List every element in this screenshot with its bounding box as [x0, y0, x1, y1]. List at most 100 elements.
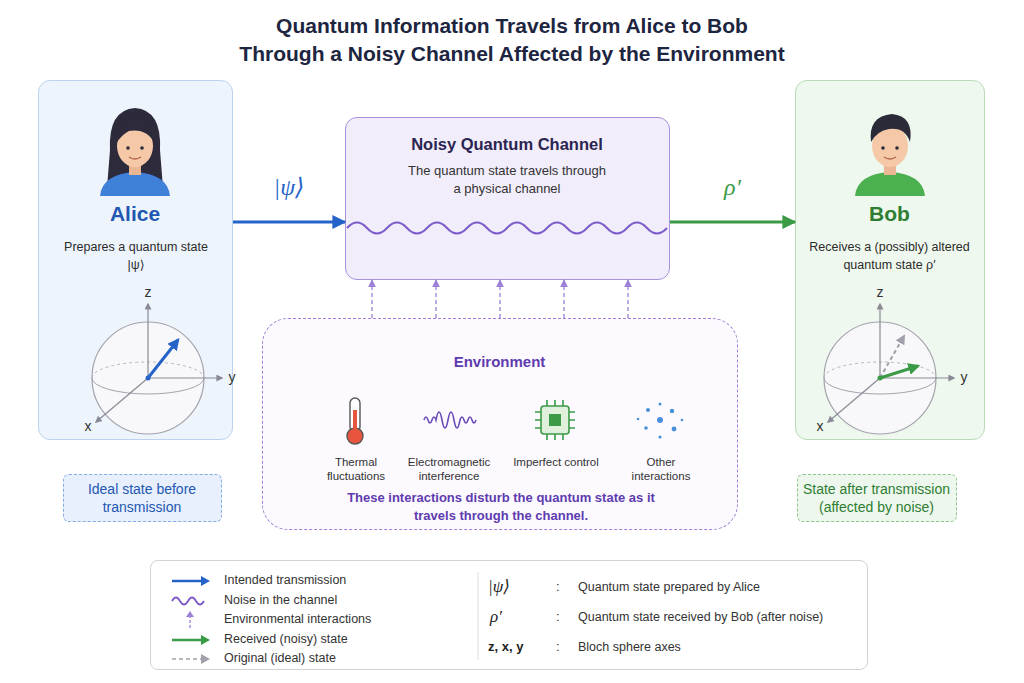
- legend-text: Environmental interactions: [224, 612, 464, 628]
- particle: [658, 435, 661, 438]
- hair: [116, 118, 155, 144]
- node-text: These interactions disturb the quantum s…: [346, 489, 656, 524]
- symbol-label: |ψ⟩: [488, 576, 538, 597]
- axis-label: y: [956, 369, 972, 387]
- equator: [824, 378, 936, 394]
- node-text: Other interactions: [616, 455, 706, 484]
- node-heading: Environment: [263, 353, 736, 372]
- bob-avatar: [855, 114, 925, 196]
- legend-row: Noise in the channel: [168, 592, 468, 610]
- chip-pins: [535, 400, 575, 440]
- interaction-arrow: [371, 280, 372, 318]
- axis-label: z: [872, 284, 888, 302]
- legend-row: Environmental interactions: [168, 611, 468, 629]
- environment-box: EnvironmentThermal fluctuationsElectroma…: [262, 318, 738, 530]
- separator: :: [556, 609, 566, 625]
- node-heading: Noisy Quantum Channel: [346, 134, 668, 155]
- mouth: [129, 157, 141, 159]
- channel-box: Noisy Quantum ChannelThe quantum state t…: [345, 117, 670, 280]
- axis-line: [96, 378, 148, 422]
- axis-line: [880, 377, 954, 378]
- eye: [895, 146, 899, 150]
- particle: [681, 419, 684, 422]
- legend-divider: [478, 572, 479, 660]
- eye: [140, 146, 144, 150]
- face: [117, 125, 153, 167]
- node-text: The quantum state travels through a phys…: [406, 162, 608, 197]
- axis-line: [148, 377, 222, 378]
- node-heading: Alice: [39, 201, 231, 227]
- thermometer-bulb: [347, 428, 363, 444]
- legend-text: Intended transmission: [224, 573, 464, 589]
- state-note: State after transmission (affected by no…: [797, 474, 957, 522]
- legend-sample: [168, 611, 212, 629]
- edge-label: |ψ⟩: [249, 172, 329, 202]
- node-text: Imperfect control: [511, 455, 601, 469]
- node-text: Prepares a quantum state |ψ⟩: [61, 239, 211, 274]
- symbol-label: ρ′: [490, 606, 540, 627]
- neck: [884, 160, 896, 175]
- chip-body: [541, 406, 569, 434]
- interaction-arrow: [499, 280, 500, 318]
- symbol-definition: Quantum state received by Bob (after noi…: [578, 610, 858, 626]
- bloch-sphere: [824, 304, 954, 434]
- interaction-arrow: [435, 280, 436, 318]
- interaction-arrow: [627, 280, 628, 318]
- thermometer-icon: [347, 398, 363, 444]
- legend-sample: [168, 592, 212, 610]
- sphere-outline: [824, 322, 936, 434]
- axis-label: x: [812, 418, 828, 436]
- node-heading: State after transmission (affected by no…: [798, 481, 955, 516]
- noisy-vector: [880, 366, 918, 378]
- eye: [881, 146, 885, 150]
- legend-head: [201, 576, 210, 586]
- sphere-outline: [92, 322, 204, 434]
- mouth: [884, 157, 896, 159]
- equator: [824, 362, 936, 378]
- hair: [871, 114, 911, 142]
- legend-wave: [172, 597, 204, 604]
- legend-text: Received (noisy) state: [224, 632, 464, 648]
- reception-arrow: [670, 221, 795, 224]
- interaction-arrow: [563, 280, 564, 318]
- noise-wave: [347, 223, 667, 234]
- neck: [129, 160, 141, 175]
- eye: [126, 146, 130, 150]
- legend-row: Intended transmission: [168, 572, 468, 590]
- legend-sample: [168, 631, 212, 649]
- symbol-definition: Bloch sphere axes: [578, 640, 858, 656]
- legend-text: Original (ideal) state: [224, 651, 464, 667]
- node-heading: Ideal state before transmission: [64, 481, 220, 516]
- axis-label: y: [224, 369, 240, 387]
- shirt: [855, 172, 925, 196]
- legend-row: Received (noisy) state: [168, 631, 468, 649]
- legend-sample: [168, 650, 212, 668]
- particles-icon: [637, 403, 684, 439]
- chip-icon: [535, 400, 575, 440]
- origin-dot: [146, 376, 151, 381]
- axis-label: x: [80, 418, 96, 436]
- alice-avatar: [100, 108, 170, 196]
- transmission-arrow: [233, 221, 345, 224]
- shirt: [100, 172, 170, 196]
- origin-dot: [878, 376, 883, 381]
- legend-head: [201, 654, 210, 664]
- legend-line: [172, 658, 202, 660]
- thermometer-stem: [350, 398, 360, 432]
- particle: [646, 408, 650, 412]
- separator: :: [556, 579, 566, 595]
- particle: [637, 418, 640, 421]
- legend-head: [186, 611, 194, 617]
- particle: [644, 426, 648, 430]
- legend-row: Original (ideal) state: [168, 650, 468, 668]
- particle: [672, 427, 677, 432]
- face: [872, 125, 908, 167]
- axis-line: [147, 304, 148, 378]
- symbol-definition: Quantum state prepared by Alice: [578, 580, 858, 596]
- state-note: Ideal state before transmission: [63, 474, 222, 522]
- hair: [107, 108, 163, 191]
- diagram-title: Quantum Information Travels from Alice t…: [152, 12, 872, 67]
- symbol-label: z, x, y: [488, 639, 548, 655]
